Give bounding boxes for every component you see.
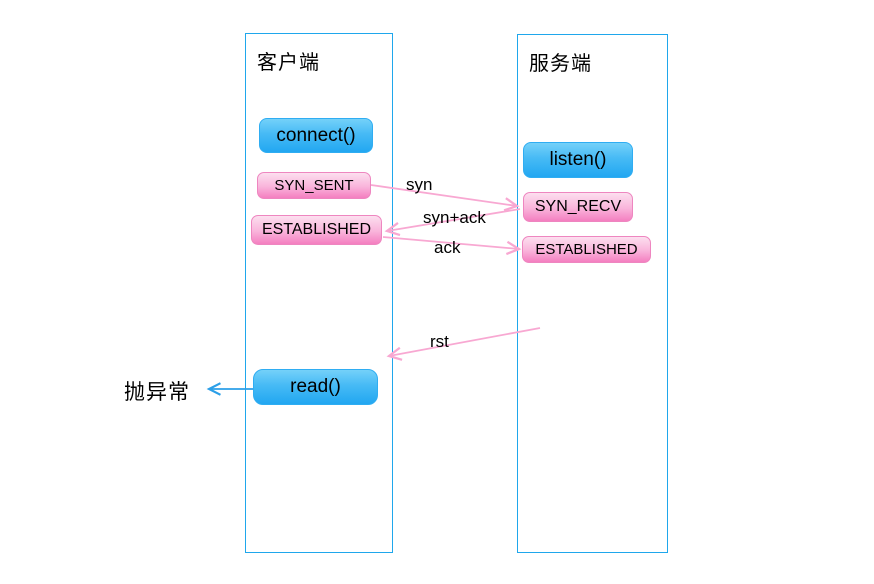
- syn-ack-label: syn+ack: [423, 208, 486, 227]
- rst-label: rst: [430, 332, 449, 351]
- server-lifeline: 服务端: [517, 34, 668, 553]
- read-box: read(): [253, 369, 378, 405]
- client-lifeline: 客户端: [245, 33, 393, 553]
- client-title: 客户端: [257, 52, 320, 74]
- ack-label: ack: [434, 238, 461, 257]
- syn-label: syn: [406, 175, 433, 194]
- syn-recv-box: SYN_RECV: [523, 192, 633, 222]
- listen-box: listen(): [523, 142, 633, 178]
- established-client-box: ESTABLISHED: [251, 215, 382, 245]
- established-server-box: ESTABLISHED: [522, 236, 651, 263]
- syn-sent-box: SYN_SENT: [257, 172, 371, 199]
- exception-label: 抛异常: [124, 381, 190, 404]
- server-title: 服务端: [529, 53, 592, 75]
- connect-box: connect(): [259, 118, 373, 153]
